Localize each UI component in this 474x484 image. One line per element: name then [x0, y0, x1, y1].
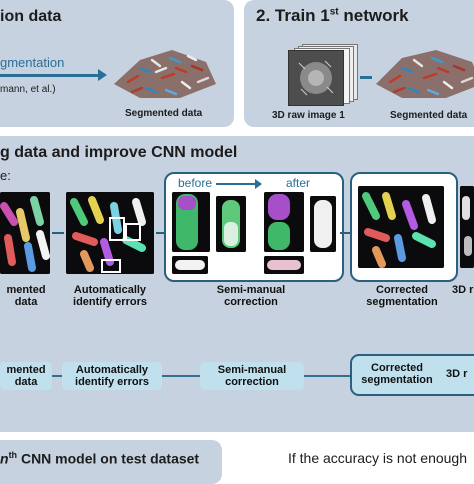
panel2-raw-caption: 3D raw image 1 [272, 110, 345, 121]
before-after-arrowhead-icon [255, 179, 262, 189]
row2-corrected-label: Corrected segmentation [361, 362, 433, 386]
panel4-right-text: If the accuracy is not enough [288, 450, 467, 466]
after-label: after [286, 176, 311, 190]
row2-identify-label: Automatically identify errors [75, 364, 149, 388]
panel4-title-sup: th [8, 450, 18, 460]
panel4-title-main: n [0, 450, 9, 467]
panel3-sub-label: e: [0, 168, 11, 183]
img-3d-raw-trailing [460, 186, 474, 268]
row2-corrected-pill [350, 354, 474, 396]
row2-semi-pill [200, 362, 304, 390]
row1-arrow-1 [52, 232, 64, 234]
raw-image-stack [288, 44, 358, 106]
panel1-arrow-label: gmentation [0, 55, 65, 70]
row1-identify-label: Automatically identify errors [73, 284, 147, 308]
row2-trailing-label: 3D r [446, 368, 468, 380]
panel2-title-end: network [338, 6, 409, 25]
panel2-arrow [360, 76, 372, 79]
panel3-title: g data and improve CNN model [0, 144, 238, 161]
row2-segmented-label: mented data [6, 364, 46, 388]
img-segmented-data [0, 192, 50, 274]
panel-test-dataset: nth CNN model on test dataset [0, 440, 222, 484]
panel1-arrow [0, 74, 100, 77]
panel-train-first-network: 2. Train 1st network [244, 0, 474, 127]
img-before-1 [172, 192, 210, 252]
row2-semi-label: Semi-manual correction [217, 364, 287, 388]
panel2-seg-caption: Segmented data [390, 110, 468, 121]
panel1-title: ion data [0, 8, 62, 25]
panel4-title: nth CNN model on test dataset [0, 450, 199, 467]
row1-corrected-label: Corrected segmentation [366, 284, 438, 308]
segmented-data-render [114, 50, 216, 98]
panel1-arrowhead-icon [98, 69, 107, 81]
panel-prepare-data: ion data gmentation mann, et al.) Segmen… [0, 0, 234, 127]
row1-trailing-label: 3D r [452, 284, 474, 296]
img-before-3 [172, 256, 208, 274]
before-after-arrow [216, 183, 256, 185]
before-label: before [178, 176, 213, 190]
img-after-3 [264, 256, 304, 274]
row1-segmented-label: mented data [6, 284, 46, 308]
row1-semi-label: Semi-manual correction [216, 284, 286, 308]
panel2-title-main: Train 1 [274, 6, 330, 25]
panel2-title-sup: st [329, 6, 339, 18]
panel2-number: 2. [256, 6, 271, 25]
row2-segmented-pill [0, 362, 52, 390]
panel2-segmented-render [376, 50, 474, 98]
img-after-1 [264, 192, 304, 252]
row2-identify-pill [62, 362, 162, 390]
panel2-title: 2. Train 1st network [256, 6, 409, 26]
img-identify-errors [66, 192, 154, 274]
panel1-caption: Segmented data [125, 108, 203, 119]
img-corrected-segmentation [358, 186, 444, 268]
img-before-2 [216, 196, 246, 252]
img-after-2 [310, 196, 336, 252]
row1-arrow-2 [156, 232, 164, 234]
panel4-title-end: CNN model on test dataset [17, 450, 200, 467]
row1-arrow-3 [340, 232, 350, 234]
panel1-citation: mann, et al.) [0, 84, 56, 95]
